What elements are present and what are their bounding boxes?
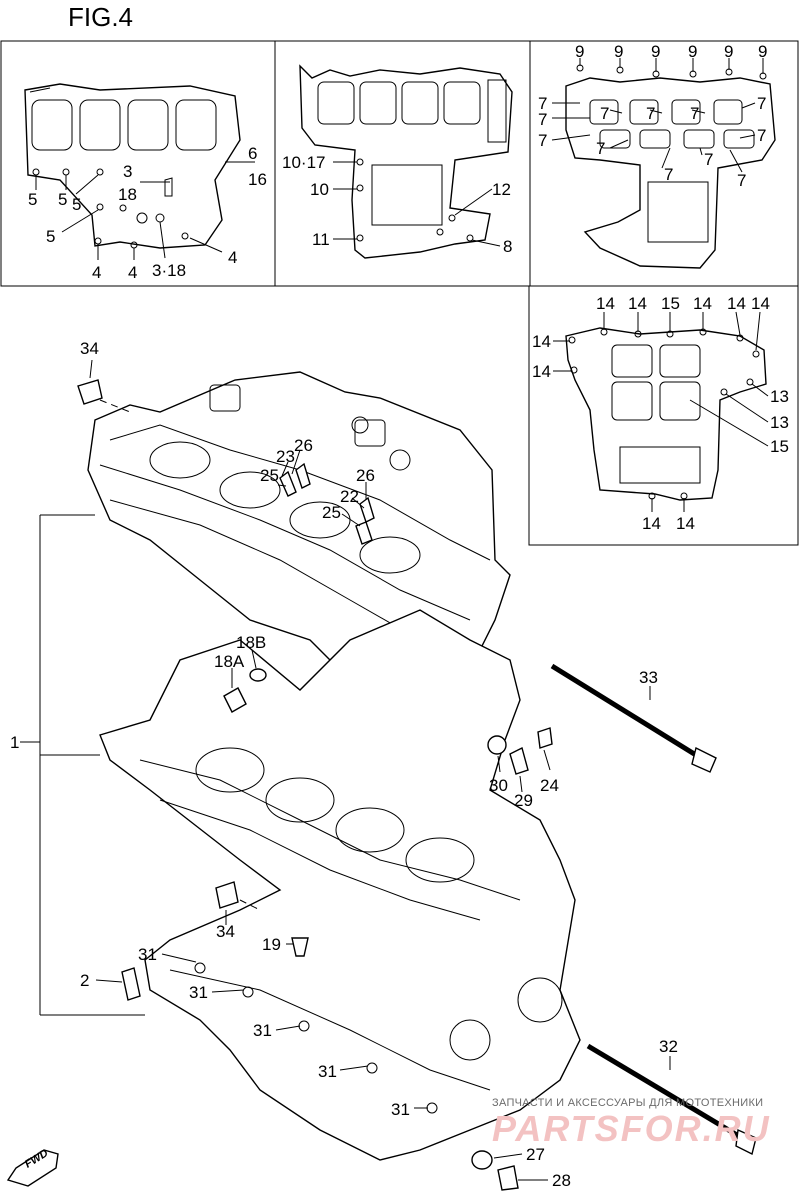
callout-7a: 7 — [538, 94, 547, 113]
callout-5a: 5 — [28, 190, 37, 209]
callout-6: 6 — [248, 144, 257, 163]
inset-a-upper-case-top-view — [24, 83, 241, 249]
callout-34b: 34 — [216, 922, 235, 941]
callout-16: 16 — [248, 170, 267, 189]
callout-7e: 7 — [600, 104, 609, 123]
callout-7g: 7 — [690, 104, 699, 123]
callout-32: 32 — [659, 1037, 678, 1056]
callout-7k: 7 — [704, 150, 713, 169]
callout-14d: 14 — [727, 294, 746, 313]
callout-7i: 7 — [757, 126, 766, 145]
callout-18: 18 — [118, 185, 137, 204]
callout-9d: 9 — [688, 42, 697, 61]
callout-7f: 7 — [646, 104, 655, 123]
callout-14a: 14 — [596, 294, 615, 313]
callout-1: 1 — [10, 733, 19, 752]
callout-14c: 14 — [693, 294, 712, 313]
callout-7b: 7 — [538, 110, 547, 129]
callout-11: 11 — [312, 230, 330, 249]
callout-8: 8 — [503, 237, 512, 256]
small-parts — [77, 379, 757, 1191]
right-inset-frame — [528, 285, 799, 546]
callout-9c: 9 — [651, 42, 660, 61]
callout-22: 22 — [340, 487, 359, 506]
callout-31c: 31 — [253, 1021, 272, 1040]
callout-9b: 9 — [614, 42, 623, 61]
callout-5c: 5 — [72, 195, 81, 214]
callout-10: 10 — [310, 180, 329, 199]
callout-23: 23 — [276, 447, 295, 466]
callout-7c: 7 — [538, 131, 547, 150]
callout-14i: 14 — [676, 514, 695, 533]
main-leaders — [20, 359, 671, 1181]
callout-15a: 15 — [661, 294, 680, 313]
watermark-tagline: ЗАПЧАСТИ И АКСЕССУАРЫ ДЛЯ МОТОТЕХНИКИ — [492, 1097, 764, 1109]
fwd-arrow-icon — [6, 1149, 59, 1187]
callout-4a: 4 — [92, 263, 101, 282]
callout-31d: 31 — [318, 1062, 337, 1081]
inset-d-leaders — [553, 311, 769, 512]
callout-3-18: 3·18 — [152, 261, 186, 280]
callout-31e: 31 — [391, 1100, 410, 1119]
callout-25b: 25 — [322, 503, 341, 522]
inset-d-lower-case-view — [565, 327, 767, 501]
callout-4b: 4 — [128, 263, 137, 282]
callout-13a: 13 — [770, 387, 789, 406]
callout-33: 33 — [639, 668, 658, 687]
callout-19: 19 — [262, 935, 281, 954]
callout-30: 30 — [489, 776, 508, 795]
callout-9f: 9 — [758, 42, 767, 61]
callout-5b: 5 — [58, 190, 67, 209]
lower-crankcase — [99, 609, 581, 1161]
callout-labels: 6 16 3 18 5 5 5 5 4 4 3·18 4 10·17 10 11… — [10, 42, 789, 1190]
callout-7d: 7 — [596, 139, 605, 158]
callout-9a: 9 — [575, 42, 584, 61]
callout-9e: 9 — [724, 42, 733, 61]
callout-26b: 26 — [356, 466, 375, 485]
callout-14e: 14 — [751, 294, 770, 313]
callout-28: 28 — [552, 1171, 571, 1190]
callout-24: 24 — [540, 776, 559, 795]
callout-4c: 4 — [228, 248, 237, 267]
callout-14h: 14 — [642, 514, 661, 533]
figure-title: FIG.4 — [68, 2, 134, 32]
callout-34a: 34 — [80, 339, 99, 358]
callout-13b: 13 — [770, 413, 789, 432]
watermark-logo: PARTSFOR.RU — [492, 1108, 771, 1149]
callout-26a: 26 — [294, 436, 313, 455]
callout-7h: 7 — [757, 94, 766, 113]
callout-2: 2 — [80, 971, 89, 990]
callout-14b: 14 — [628, 294, 647, 313]
callout-12: 12 — [492, 180, 511, 199]
inset-b-leaders — [333, 161, 501, 247]
callout-25a: 25 — [260, 466, 279, 485]
callout-7l: 7 — [737, 171, 746, 190]
callout-14g: 14 — [532, 362, 551, 381]
inset-a-leaders — [29, 87, 255, 260]
inset-b-case-side-view — [299, 64, 513, 259]
callout-31a: 31 — [138, 945, 157, 964]
callout-14f: 14 — [532, 332, 551, 351]
callout-10-17: 10·17 — [282, 153, 325, 172]
callout-5d: 5 — [46, 227, 55, 246]
top-inset-frame — [0, 40, 799, 287]
callout-27: 27 — [526, 1145, 545, 1164]
callout-31b: 31 — [189, 983, 208, 1002]
callout-3: 3 — [123, 162, 132, 181]
callout-15b: 15 — [770, 437, 789, 456]
callout-7j: 7 — [664, 165, 673, 184]
inset-c-leaders — [551, 58, 764, 173]
callout-29: 29 — [514, 791, 533, 810]
callout-18A: 18A — [214, 652, 245, 671]
callout-18B: 18B — [236, 633, 266, 652]
